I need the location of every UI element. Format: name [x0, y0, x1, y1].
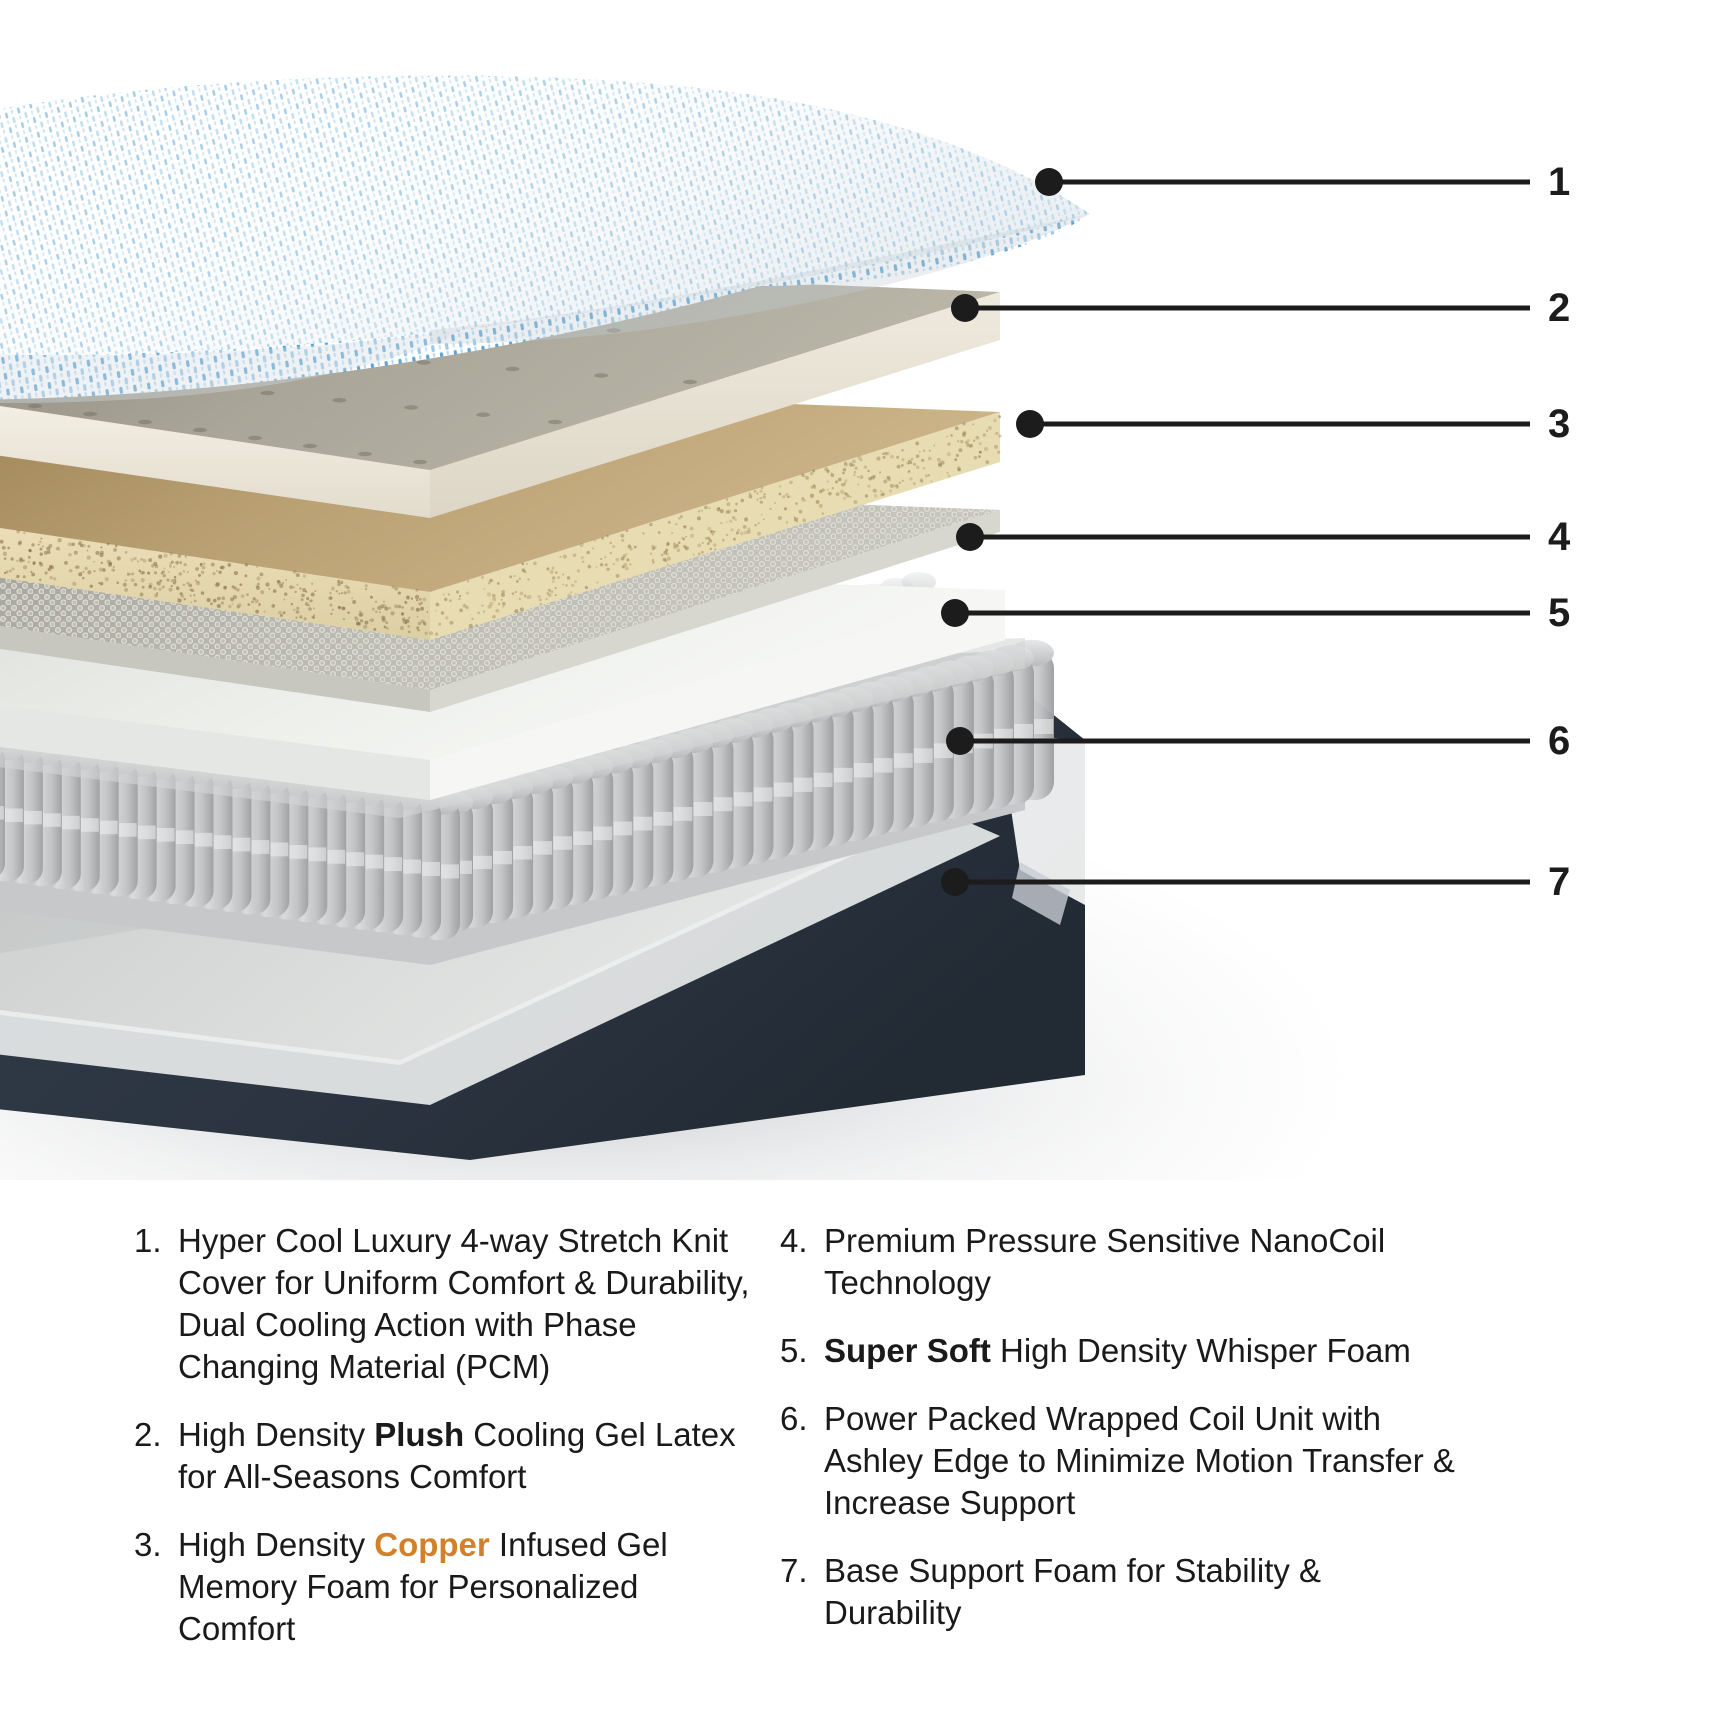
callout-number-1: 1 [1548, 162, 1571, 202]
legend-item-number: 6. [780, 1398, 824, 1440]
legend-item-text: High Density Copper Infused Gel Memory F… [178, 1524, 760, 1650]
legend-item: 2.High Density Plush Cooling Gel Latex f… [134, 1414, 760, 1498]
callout-dot-3 [1016, 410, 1044, 438]
legend-item-number: 2. [134, 1414, 178, 1456]
legend-item: 6.Power Packed Wrapped Coil Unit with As… [780, 1398, 1660, 1524]
callout-dot-6 [946, 727, 974, 755]
legend-item-number: 1. [134, 1220, 178, 1262]
legend-item: 7.Base Support Foam for Stability & Dura… [780, 1550, 1660, 1634]
callout-number-3: 3 [1548, 404, 1571, 444]
callout-number-4: 4 [1548, 517, 1571, 557]
legend-item-text: Power Packed Wrapped Coil Unit with Ashl… [824, 1398, 1464, 1524]
mattress-layers-svg [0, 0, 1726, 1180]
callout-number-2: 2 [1548, 288, 1571, 328]
legend-item-number: 4. [780, 1220, 824, 1262]
legend-item-number: 5. [780, 1330, 824, 1372]
callout-number-7: 7 [1548, 862, 1571, 902]
mattress-exploded-illustration: 1 2 3 4 5 6 7 [0, 0, 1726, 1180]
callout-number-6: 6 [1548, 721, 1571, 761]
callout-dot-5 [941, 599, 969, 627]
legend-item-number: 7. [780, 1550, 824, 1592]
legend-item-number: 3. [134, 1524, 178, 1566]
legend-item-text: Base Support Foam for Stability & Durabi… [824, 1550, 1464, 1634]
legend-item-text: Premium Pressure Sensitive NanoCoil Tech… [824, 1220, 1464, 1304]
legend-column-right: 4.Premium Pressure Sensitive NanoCoil Te… [760, 1185, 1660, 1726]
legend-item: 5.Super Soft High Density Whisper Foam [780, 1330, 1660, 1372]
legend-item-text: Hyper Cool Luxury 4-way Stretch Knit Cov… [178, 1220, 760, 1388]
callout-dot-7 [941, 868, 969, 896]
legend-item: 4.Premium Pressure Sensitive NanoCoil Te… [780, 1220, 1660, 1304]
legend: 1.Hyper Cool Luxury 4-way Stretch Knit C… [0, 1185, 1726, 1726]
callout-dot-1 [1035, 168, 1063, 196]
callout-number-5: 5 [1548, 593, 1571, 633]
legend-item: 1.Hyper Cool Luxury 4-way Stretch Knit C… [134, 1220, 760, 1388]
legend-item-text: Super Soft High Density Whisper Foam [824, 1330, 1411, 1372]
callout-dot-4 [956, 523, 984, 551]
callout-dot-2 [951, 294, 979, 322]
legend-item: 3.High Density Copper Infused Gel Memory… [134, 1524, 760, 1650]
legend-column-left: 1.Hyper Cool Luxury 4-way Stretch Knit C… [0, 1185, 760, 1726]
legend-item-text: High Density Plush Cooling Gel Latex for… [178, 1414, 760, 1498]
